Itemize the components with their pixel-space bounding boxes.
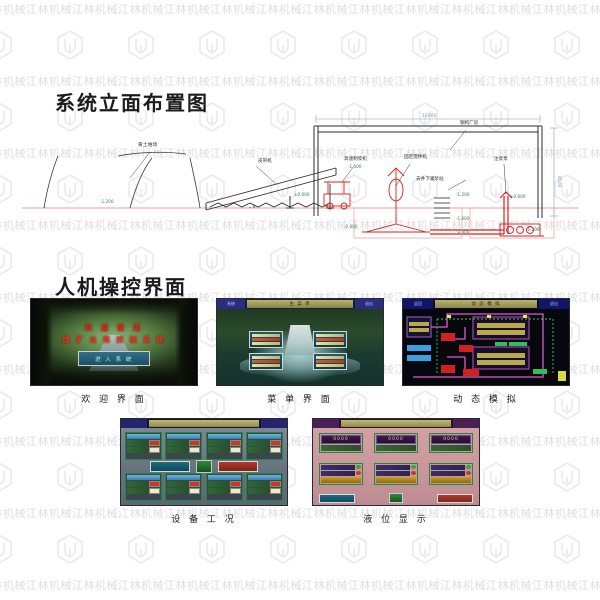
level-label-2 xyxy=(376,445,416,451)
level-display-1: 0000 xyxy=(319,433,363,453)
menu-titlebar: 系统 主 菜 单 退出 xyxy=(217,299,383,309)
dynamic-simulation-screenshot[interactable]: 返回 动 态 模 拟 退出 xyxy=(402,298,570,386)
welcome-subheading: 煤 矿 充 填 控 制 系 统 xyxy=(62,336,166,344)
caption-welcome: 欢 迎 界 面 xyxy=(81,395,147,405)
equipment-titlebar xyxy=(121,419,287,428)
elevation-drawing: 16000 8500 xyxy=(18,106,582,246)
equipment-box-1[interactable] xyxy=(125,432,162,460)
vignette-left xyxy=(31,299,53,385)
level-display-2: 0000 xyxy=(374,433,418,453)
company-logo-icon-2 xyxy=(389,493,403,503)
menu-button-3[interactable] xyxy=(249,353,283,370)
level-value-3: 0000 xyxy=(443,437,459,442)
equipment-box-5[interactable] xyxy=(125,473,162,501)
scada-diagram xyxy=(403,309,569,385)
menu-titlebar-left[interactable]: 系统 xyxy=(217,299,245,309)
level-display-row: 0000 0000 0000 xyxy=(319,433,473,453)
enter-system-button[interactable]: 进 入 系 统 xyxy=(78,351,150,366)
hmi-panel-liquid-level[interactable]: 0000 0000 0000 xyxy=(312,418,480,525)
level-titlebar-left[interactable] xyxy=(313,419,339,428)
level-titlebar-right[interactable] xyxy=(453,419,479,428)
caption-dynamic-simulation: 动 态 模 拟 xyxy=(453,395,519,405)
level-control-2[interactable] xyxy=(374,462,418,485)
vignette-right xyxy=(175,299,197,385)
level-value-screen-3: 0000 xyxy=(431,435,471,444)
caption-menu: 菜 单 界 面 xyxy=(267,395,333,405)
dsim-titlebar-left[interactable]: 返回 xyxy=(403,299,433,309)
equipment-box-2[interactable] xyxy=(165,432,203,460)
level-value-2: 0000 xyxy=(388,437,404,442)
equip-titlebar-center xyxy=(149,420,259,427)
welcome-heading: 欢 迎 使 用 xyxy=(84,323,144,332)
hmi-panel-equipment-status[interactable]: 设 备 工 况 xyxy=(120,418,288,525)
equipment-grid xyxy=(125,432,283,501)
hmi-panel-welcome[interactable]: 欢 迎 使 用 煤 矿 充 填 控 制 系 统 进 入 系 统 欢 迎 界 面 xyxy=(30,298,198,405)
level-titlebar-center xyxy=(341,420,451,427)
hmi-panel-row-top: 欢 迎 使 用 煤 矿 充 填 控 制 系 统 进 入 系 统 欢 迎 界 面 … xyxy=(30,298,570,405)
menu-button-4[interactable] xyxy=(313,353,347,370)
menu-button-1[interactable] xyxy=(249,331,283,348)
dsim-titlebar-right[interactable]: 退出 xyxy=(539,299,569,309)
equipment-status-screenshot[interactable] xyxy=(120,418,288,506)
dimension-label-width: 16000 xyxy=(422,113,436,119)
level-value-screen-2: 0000 xyxy=(376,435,416,444)
equipment-box-8[interactable] xyxy=(245,473,283,501)
equipment-box-7[interactable] xyxy=(205,473,243,501)
menu-screenshot[interactable]: 系统 主 菜 单 退出 xyxy=(216,298,384,386)
liquid-level-grid: 0000 0000 0000 xyxy=(319,433,473,503)
level-bottom-controls xyxy=(319,493,473,503)
equipment-start-button[interactable] xyxy=(150,461,190,472)
level-label-1 xyxy=(321,445,361,451)
liquid-level-titlebar xyxy=(313,419,479,428)
fixed-mixer xyxy=(362,167,430,233)
menu-titlebar-right[interactable]: 退出 xyxy=(355,299,383,309)
hmi-panel-menu[interactable]: 系统 主 菜 单 退出 菜 单 界 面 xyxy=(216,298,384,405)
level-stop-button[interactable] xyxy=(437,493,473,503)
caption-equipment-status: 设 备 工 况 xyxy=(171,515,237,525)
menu-button-2[interactable] xyxy=(313,331,347,348)
elevation-drawing-svg: 16000 8500 xyxy=(22,113,578,239)
high-speed-slurry-maker xyxy=(323,181,351,210)
dsim-titlebar-center: 动 态 模 拟 xyxy=(435,300,537,308)
level-start-button[interactable] xyxy=(319,493,355,503)
grout-pump xyxy=(499,223,544,237)
earth-stockpile-outline xyxy=(43,151,201,209)
level-control-1[interactable] xyxy=(319,462,363,485)
equipment-box-6[interactable] xyxy=(165,473,203,501)
equipment-stop-button[interactable] xyxy=(218,461,258,472)
dimension-label-height: 8500 xyxy=(556,176,562,188)
equip-titlebar-left[interactable] xyxy=(121,419,147,428)
equipment-box-3[interactable] xyxy=(205,432,243,460)
equipment-row-top xyxy=(125,432,283,460)
level-control-3[interactable] xyxy=(429,462,473,485)
welcome-screenshot[interactable]: 欢 迎 使 用 煤 矿 充 填 控 制 系 统 进 入 系 统 xyxy=(30,298,198,386)
caption-liquid-level: 液 位 显 示 xyxy=(363,515,429,525)
hmi-panel-dynamic-simulation[interactable]: 返回 动 态 模 拟 退出 动 态 模 拟 xyxy=(402,298,570,405)
hmi-panel-row-bottom: 设 备 工 况 0000 00 xyxy=(120,418,480,525)
scada-canvas xyxy=(403,309,569,385)
menu-titlebar-center: 主 菜 单 xyxy=(247,300,353,308)
equipment-box-4[interactable] xyxy=(245,432,283,460)
ladder xyxy=(434,197,450,219)
dimension-8500 xyxy=(550,127,558,217)
company-logo-icon xyxy=(196,460,212,473)
level-control-row xyxy=(319,462,473,485)
page-title-hmi: 人机操控界面 xyxy=(55,275,187,300)
foundation-pit xyxy=(353,208,555,239)
level-label-3 xyxy=(431,445,471,451)
equipment-row-bottom xyxy=(125,473,283,501)
vignette-bottom xyxy=(31,365,197,385)
level-value-1: 0000 xyxy=(333,437,349,442)
equip-titlebar-right[interactable] xyxy=(261,419,287,428)
dynamic-simulation-titlebar: 返回 动 态 模 拟 退出 xyxy=(403,299,569,309)
equipment-center-controls xyxy=(125,460,283,473)
vignette-top xyxy=(31,299,197,314)
liquid-level-screenshot[interactable]: 0000 0000 0000 xyxy=(312,418,480,506)
level-value-screen-1: 0000 xyxy=(321,435,361,444)
level-display-3: 0000 xyxy=(429,433,473,453)
belt-conveyor xyxy=(205,167,337,211)
